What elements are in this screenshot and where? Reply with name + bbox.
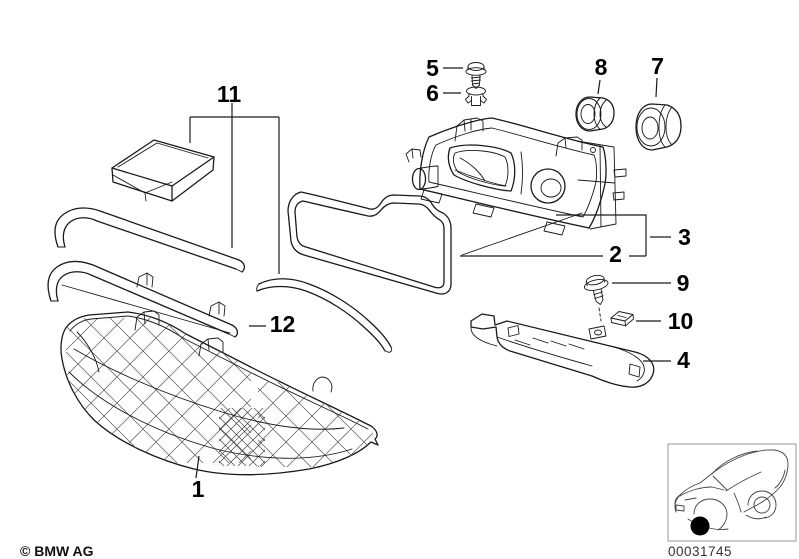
repair-kit-box-drawing bbox=[111, 139, 215, 202]
callout-7[interactable]: 7 bbox=[651, 53, 664, 79]
leader-line-1 bbox=[195, 455, 200, 479]
thumbnail-border bbox=[667, 443, 797, 542]
callout-11[interactable]: 11 bbox=[217, 81, 242, 107]
leader-line-7 bbox=[655, 77, 658, 98]
grommet-small-icon bbox=[575, 96, 615, 132]
car-sketch-icon bbox=[674, 449, 789, 536]
callout-9[interactable]: 9 bbox=[677, 270, 690, 296]
copyright-text: © BMW AG bbox=[20, 543, 94, 559]
callout-5[interactable]: 5 bbox=[426, 55, 439, 81]
image-number: 00031745 bbox=[668, 544, 732, 559]
trim-strip-12-drawing bbox=[47, 260, 239, 338]
expanding-rivet-icon bbox=[465, 86, 487, 106]
callout-bracket-3 bbox=[556, 214, 671, 256]
grommet-large-icon bbox=[635, 103, 682, 151]
headlight-location-dot bbox=[690, 516, 710, 536]
car-locator-thumbnail: 00031745 bbox=[667, 443, 797, 559]
callout-1[interactable]: 1 bbox=[192, 476, 205, 502]
headlight-lens-drawing bbox=[60, 310, 379, 476]
trim-strip-drawing bbox=[54, 207, 246, 273]
curved-strip-drawing bbox=[256, 278, 393, 353]
callout-10[interactable]: 10 bbox=[668, 308, 694, 334]
gasket-seal-drawing bbox=[287, 191, 452, 295]
callout-4[interactable]: 4 bbox=[677, 347, 690, 373]
callout-12[interactable]: 12 bbox=[270, 311, 296, 337]
callout-2[interactable]: 2 bbox=[609, 241, 622, 267]
callout-bracket-11 bbox=[189, 103, 280, 274]
screw-icon bbox=[465, 62, 487, 89]
callout-8[interactable]: 8 bbox=[595, 54, 608, 80]
tapping-screw-icon bbox=[583, 274, 609, 322]
callout-6[interactable]: 6 bbox=[426, 80, 439, 106]
callout-3[interactable]: 3 bbox=[678, 224, 691, 250]
leader-line-8 bbox=[597, 79, 601, 95]
clip-nut-icon bbox=[610, 311, 634, 327]
mounting-bracket-drawing bbox=[470, 313, 655, 388]
headlight-housing-drawing bbox=[405, 117, 627, 256]
